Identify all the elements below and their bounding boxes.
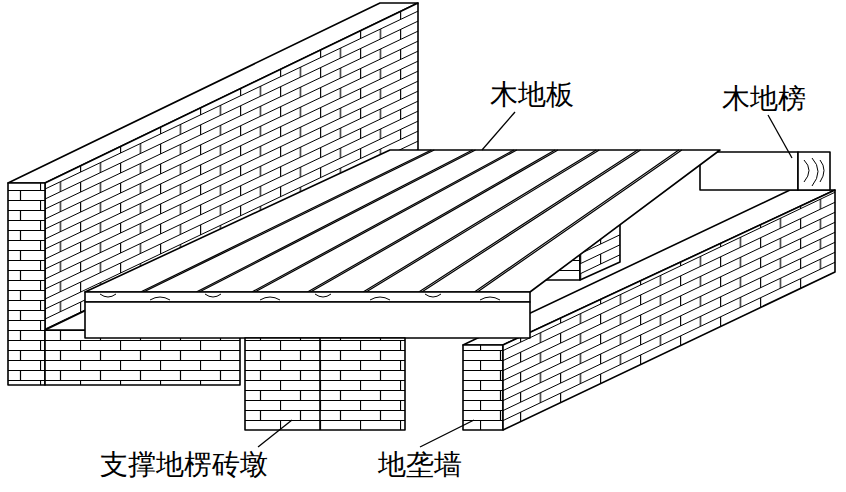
- wood-grain: [100, 294, 500, 300]
- joist: [700, 152, 798, 190]
- part-label: 木地榜: [722, 84, 806, 115]
- part-label: 支撑地楞砖墩: [100, 450, 268, 481]
- sleeper-wall-end: [463, 345, 503, 430]
- pier-edge: [319, 338, 321, 430]
- wall-end: [8, 183, 45, 385]
- board-seams: [141, 150, 682, 292]
- brick-pier: [245, 338, 405, 430]
- floor-boards: [85, 150, 720, 292]
- wood-grain: [804, 158, 824, 186]
- part-label: 木地板: [490, 80, 574, 111]
- leader-lines: [258, 112, 792, 447]
- joist-end: [798, 152, 830, 190]
- board-ends: [85, 292, 530, 302]
- joist: [85, 302, 530, 338]
- part-label: 地垄墙: [378, 450, 462, 481]
